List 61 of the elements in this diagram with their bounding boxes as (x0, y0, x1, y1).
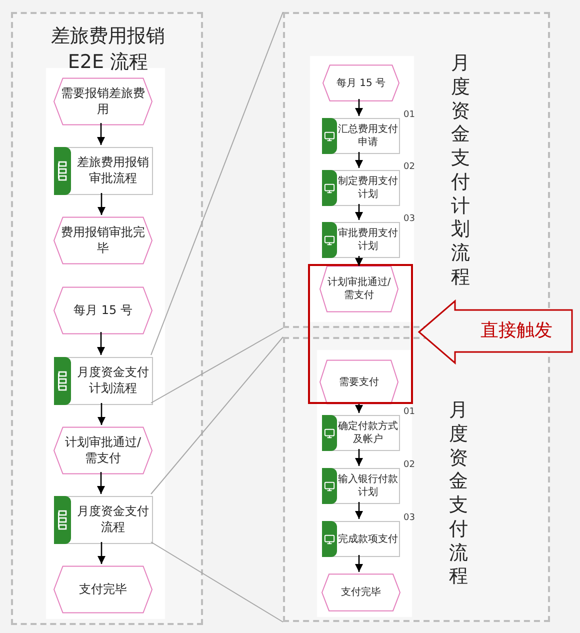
dashed-group-frame (11, 12, 203, 625)
arrow (98, 193, 106, 215)
arrow (355, 256, 363, 266)
arrow (355, 555, 363, 572)
process-box (54, 496, 153, 544)
connector-line (150, 542, 284, 622)
step-number: 01 (404, 110, 415, 120)
arrow (355, 99, 363, 116)
arrow (98, 403, 106, 425)
event-hexagon (323, 65, 399, 101)
event-label: 支付完毕 (340, 586, 382, 600)
arrow (97, 123, 105, 145)
step-number: 03 (404, 513, 415, 523)
arrow (355, 404, 363, 413)
event-label: 支付完毕 (78, 580, 128, 598)
process-label: 差旅费用报销审批流程 (76, 154, 150, 187)
dashed-group-frame (283, 337, 550, 622)
process-box (54, 147, 153, 195)
event-label: 计划审批通过/需支付 (64, 434, 142, 466)
arrow (355, 449, 363, 466)
event-label: 计划审批通过/需支付 (326, 276, 392, 303)
group-title: 月度资金支付计划流程 (451, 52, 470, 290)
process-label: 月度资金支付流程 (76, 503, 150, 536)
arrow (355, 152, 363, 168)
event-label: 费用报销审批完毕 (60, 224, 146, 256)
highlight-frame (308, 264, 413, 404)
event-hexagon (54, 427, 152, 474)
arrow (97, 332, 105, 355)
process-label: 完成款项支付 (337, 532, 399, 546)
process-box (54, 357, 153, 405)
arrow (355, 204, 363, 220)
arrow (97, 472, 105, 494)
event-hexagon (54, 566, 152, 613)
trigger-label: 直接触发 (480, 319, 554, 342)
step-number: 02 (404, 460, 415, 470)
event-hexagon (54, 78, 152, 125)
event-hexagon (54, 217, 152, 264)
group-title: 月度资金支付流程 (449, 399, 468, 589)
process-label: 输入银行付款计划 (337, 472, 399, 500)
trigger-block-arrow (418, 300, 573, 364)
process-label: 审批费用支付计划 (337, 226, 399, 254)
event-label: 每月 15 号 (72, 302, 134, 319)
step-number: 03 (404, 214, 415, 224)
event-label: 需要报销差旅费用 (60, 84, 146, 118)
step-number: 02 (404, 162, 415, 172)
connector-line (150, 336, 284, 494)
connector-line (150, 12, 284, 356)
process-label: 制定费用支付计划 (337, 174, 399, 202)
connector-line (150, 328, 284, 404)
group-title: 差旅费用报销 E2E 流程 (50, 24, 166, 75)
arrow (355, 502, 363, 519)
step-number: 01 (404, 407, 415, 417)
process-label: 汇总费用支付申请 (337, 122, 399, 150)
event-label: 每月 15 号 (335, 76, 387, 90)
arrow (98, 542, 106, 564)
process-label: 确定付款方式及帐户 (337, 420, 399, 447)
event-hexagon (322, 574, 400, 611)
event-label: 需要支付 (338, 376, 380, 390)
event-hexagon (54, 287, 152, 334)
event-hexagon (320, 266, 398, 312)
process-label: 月度资金支付计划流程 (76, 364, 150, 397)
